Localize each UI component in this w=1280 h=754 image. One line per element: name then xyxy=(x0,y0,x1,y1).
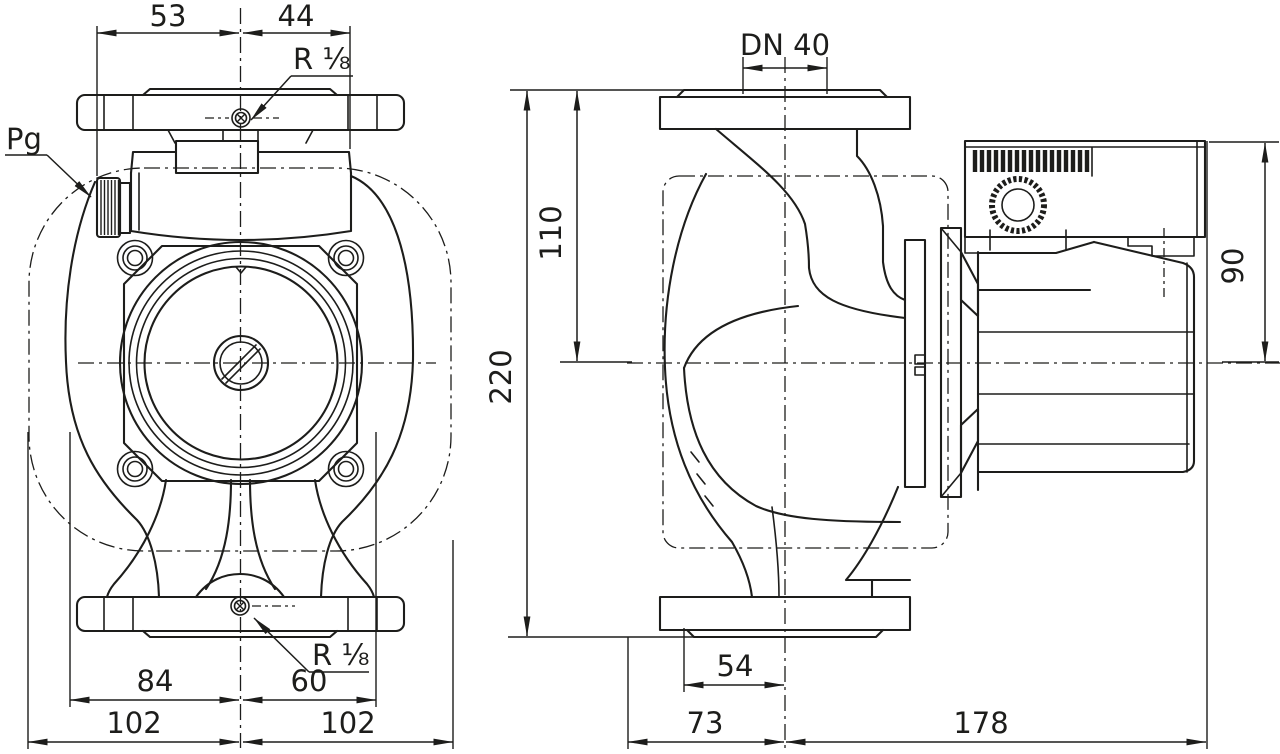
discharge-neck-inner xyxy=(771,506,780,598)
cable-gland-ribs xyxy=(100,180,120,235)
pg-label: Pg xyxy=(6,122,42,156)
flange-screws xyxy=(116,239,365,488)
pg-leader xyxy=(46,154,92,198)
dim-54-label: 54 xyxy=(717,649,754,683)
clamp-ring xyxy=(939,226,963,499)
r18-top-leader xyxy=(250,75,292,121)
discharge-neck-right xyxy=(844,485,912,599)
side-insulation-shell-outline xyxy=(662,175,949,549)
terminal-box-lines xyxy=(964,140,1206,238)
vent-screw-top-slot xyxy=(236,113,246,123)
cable-gland-cap xyxy=(118,181,132,235)
dim-60-label: 60 xyxy=(291,664,328,698)
seal-housing-detail-1 xyxy=(914,354,926,365)
shaft-plug-inner xyxy=(219,341,263,385)
vent-screw-bottom-outer xyxy=(230,596,250,616)
motor-ring-1 xyxy=(118,240,364,486)
terminal-box-panel xyxy=(174,139,260,175)
volute-inner-arc-lower xyxy=(682,366,902,524)
top-flange xyxy=(75,93,406,132)
dim-110-label: 110 xyxy=(534,205,568,260)
terminal-box-vents xyxy=(972,150,1090,172)
r18-bottom-leader xyxy=(253,617,310,673)
r18-top-label: R ⅛ xyxy=(293,42,350,76)
suction-neck-right xyxy=(855,127,907,302)
terminal-box-feet xyxy=(964,229,1195,257)
motor-housing-outline xyxy=(976,240,1196,474)
side-terminal-box xyxy=(963,139,1207,239)
motor-ring-2 xyxy=(128,250,354,476)
vent-screw-top-inner xyxy=(234,111,248,125)
vent-screw-bottom-inner xyxy=(233,599,247,613)
flange-neck xyxy=(167,129,314,144)
side-bottom-flange xyxy=(658,595,912,632)
r18-bottom-label: R ⅛ xyxy=(312,638,369,672)
suction-neck-left xyxy=(714,127,907,320)
dim-102-right-label: 102 xyxy=(320,706,375,740)
motor-ring-3 xyxy=(135,257,347,469)
volute-wing-right xyxy=(319,174,415,599)
dim-44-label: 44 xyxy=(278,0,315,33)
dim-102-left-label: 102 xyxy=(106,706,161,740)
motor-flange-plate xyxy=(122,244,359,483)
volute-outline-left xyxy=(663,172,754,599)
dim-84-label: 84 xyxy=(137,664,174,698)
side-top-flange xyxy=(658,95,912,131)
selector-knob xyxy=(1001,188,1035,222)
extension-lines xyxy=(27,26,1279,749)
volute-wing-left xyxy=(64,180,161,599)
dim-220-label: 220 xyxy=(484,349,518,404)
side-top-flange-boss xyxy=(675,88,889,99)
insulation-shell-outline xyxy=(28,167,452,552)
top-flange-divisions xyxy=(103,94,378,131)
bottom-flange-boss xyxy=(141,629,339,639)
front-view xyxy=(28,8,452,748)
dn40-label: DN 40 xyxy=(740,28,830,62)
motor-ring-notch xyxy=(235,266,247,274)
drain-stem-right xyxy=(248,478,277,591)
terminal-box-top xyxy=(129,150,353,175)
clamp-diagonals xyxy=(940,227,962,498)
vent-screw-top-outer xyxy=(231,108,251,128)
volute-parting-ticks xyxy=(690,451,714,507)
motor-ring-4 xyxy=(143,265,339,461)
volute-sweep-right xyxy=(313,478,376,599)
selector-knob-knurl xyxy=(989,176,1047,234)
side-view xyxy=(627,57,1280,750)
dimensions: 53 44 84 60 102 102 DN 40 220 110 90 54 … xyxy=(5,0,1279,749)
volute-inner-arc-upper xyxy=(682,304,800,370)
motor-top-lines xyxy=(976,240,1096,292)
dim-178-label: 178 xyxy=(953,706,1008,740)
dim-90-label: 90 xyxy=(1216,248,1250,285)
drain-stem-left xyxy=(204,478,233,591)
dim-73-label: 73 xyxy=(687,706,724,740)
top-flange-boss xyxy=(141,87,339,97)
shaft-plug-slot xyxy=(221,344,261,384)
shaft-plug-outer xyxy=(212,334,270,392)
seal-housing-detail-2 xyxy=(914,366,926,376)
dim-53-label: 53 xyxy=(150,0,187,33)
drain-boss xyxy=(194,572,286,599)
volute-sweep-left xyxy=(105,478,168,599)
vent-screw-bottom-slot xyxy=(235,601,245,611)
motor-housing-lines xyxy=(977,262,1195,473)
bottom-flange-divisions xyxy=(103,596,378,632)
